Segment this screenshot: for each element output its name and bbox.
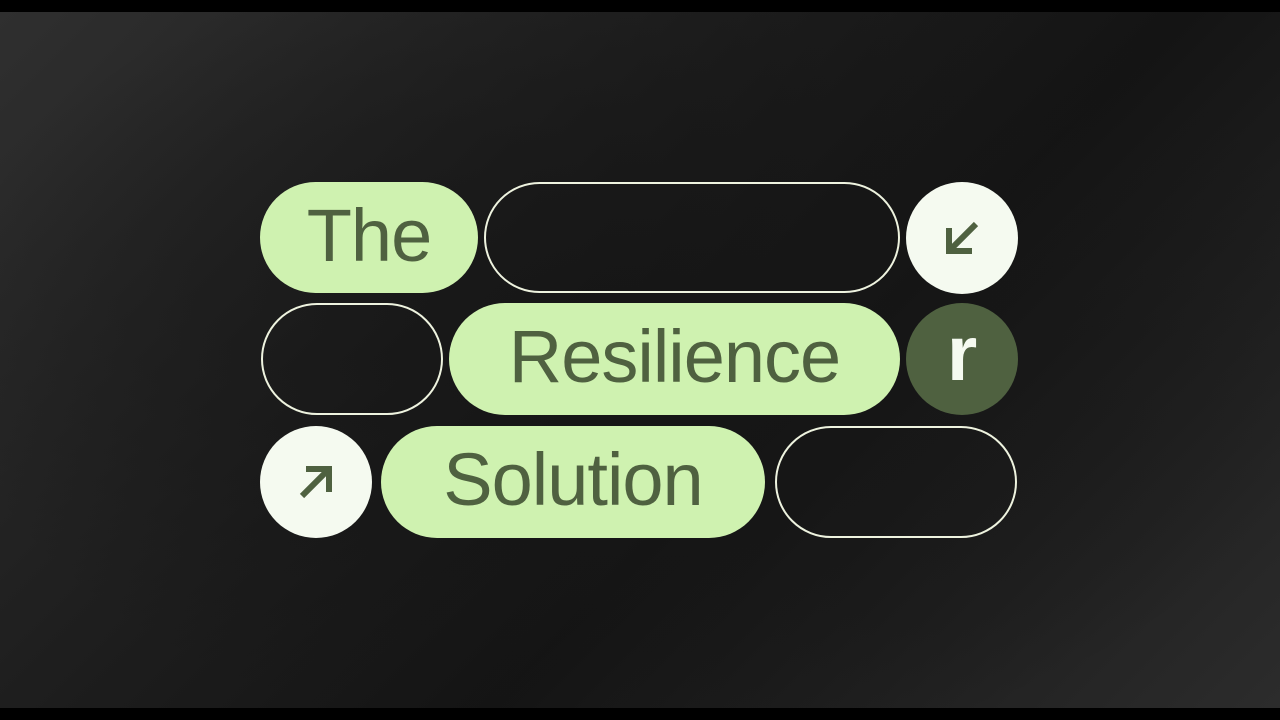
word-pill-resilience: Resilience [449, 303, 900, 415]
word-resilience: Resilience [508, 315, 841, 398]
logo-letter-r: r [946, 309, 978, 397]
arrow-up-right-icon [294, 460, 338, 504]
word-pill-solution: Solution [381, 426, 765, 538]
arrow-circle-bottom [260, 426, 372, 538]
logo-circle: r [906, 303, 1018, 415]
empty-outline-pill-3 [775, 426, 1017, 538]
empty-outline-pill-1 [484, 182, 900, 293]
title-card: The Resilience r Solution [0, 12, 1280, 708]
empty-outline-pill-2 [261, 303, 443, 415]
word-solution: Solution [443, 438, 703, 521]
word-the: The [306, 193, 433, 277]
arrow-circle-top [906, 182, 1018, 294]
arrow-down-left-icon [940, 216, 984, 260]
word-pill-the: The [260, 182, 478, 293]
